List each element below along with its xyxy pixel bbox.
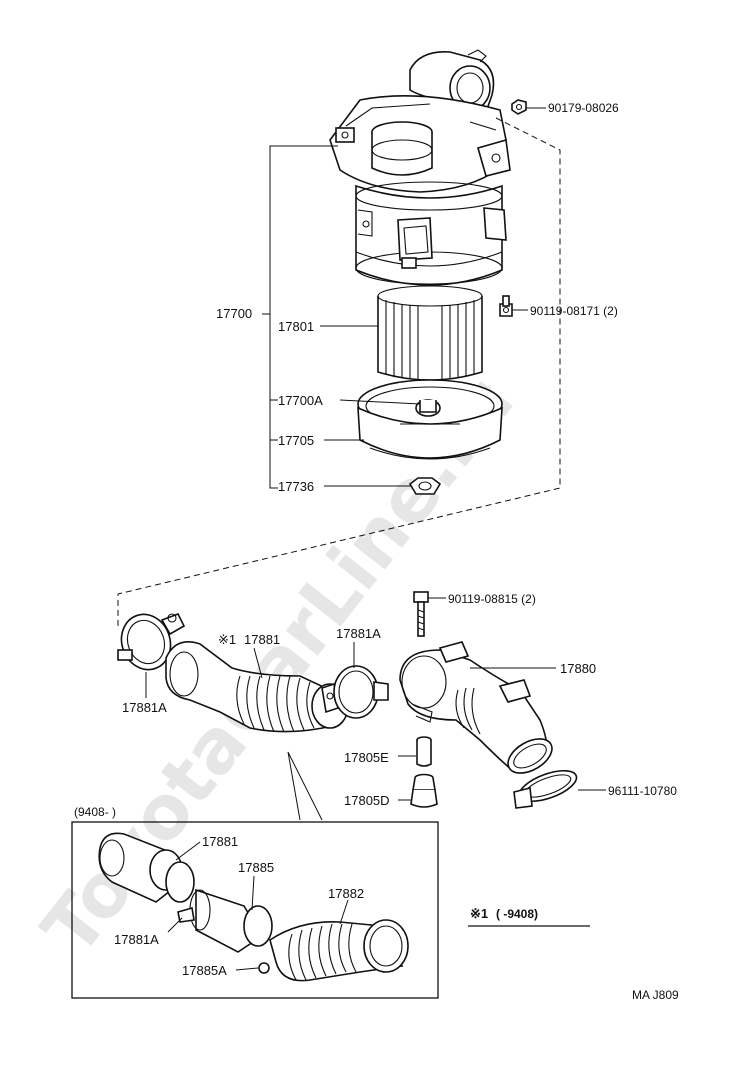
label-17805D: 17805D bbox=[344, 793, 390, 808]
inset-hose-17881 bbox=[98, 832, 195, 903]
label-inset-17885A: 17885A bbox=[182, 963, 227, 978]
label-inset-17882: 17882 bbox=[328, 886, 364, 901]
label-inset-17881A: 17881A bbox=[114, 932, 159, 947]
leader-17881 bbox=[253, 647, 263, 679]
bolt-90119-08171 bbox=[499, 295, 513, 317]
label-17700A: 17700A bbox=[278, 393, 323, 408]
vacuum-valve-part bbox=[408, 477, 442, 495]
label-inset-17881: 17881 bbox=[202, 834, 238, 849]
nut-90179 bbox=[511, 99, 527, 115]
label-17801: 17801 bbox=[278, 319, 314, 334]
air-cleaner-body bbox=[355, 181, 507, 286]
inset-clamp-17885A bbox=[258, 962, 270, 974]
legend-range: ( -9408) bbox=[496, 907, 538, 921]
bolt-90119-08815 bbox=[413, 591, 429, 637]
inset-callout-lines bbox=[287, 751, 323, 821]
air-filter-element bbox=[377, 285, 483, 381]
star-marker-1: ※1 bbox=[218, 632, 236, 647]
label-17736: 17736 bbox=[278, 479, 314, 494]
leader-inset-17881 bbox=[175, 841, 201, 861]
inset-date-range: (9408- ) bbox=[74, 805, 116, 819]
leader-inset-17881A bbox=[167, 917, 183, 933]
hose-clamp-17881A bbox=[333, 665, 389, 719]
label-90119-08815: 90119-08815 (2) bbox=[448, 592, 536, 606]
hose-clamp-left bbox=[117, 612, 186, 671]
group-bracket-17700 bbox=[262, 145, 338, 489]
inset-frame bbox=[71, 821, 439, 999]
label-17881A-left: 17881A bbox=[122, 700, 167, 715]
collar-17805E bbox=[416, 736, 432, 767]
label-90179-08026: 90179-08026 bbox=[548, 101, 619, 115]
label-90119-08171: 90119-08171 (2) bbox=[530, 304, 618, 318]
label-17880: 17880 bbox=[560, 661, 596, 676]
label-17881A-top: 17881A bbox=[336, 626, 381, 641]
leader-inset-17882 bbox=[339, 899, 349, 925]
air-cleaner-case-bottom bbox=[357, 379, 503, 460]
legend-marker: ※1 bbox=[470, 906, 488, 921]
label-17700: 17700 bbox=[216, 306, 252, 321]
label-17881: 17881 bbox=[244, 632, 280, 647]
label-96111-10780: 96111-10780 bbox=[608, 784, 677, 798]
leader-17700A bbox=[339, 399, 421, 405]
leader-inset-17885A bbox=[235, 967, 259, 971]
label-17705: 17705 bbox=[278, 433, 314, 448]
air-hose-17880 bbox=[399, 641, 553, 774]
inset-hose-17882 bbox=[269, 919, 409, 982]
air-cleaner-cap bbox=[329, 49, 511, 193]
leader-inset-17885 bbox=[251, 875, 255, 911]
footer-code: MA J809 bbox=[632, 988, 679, 1002]
label-17805E: 17805E bbox=[344, 750, 389, 765]
inset-hose-17885 bbox=[189, 888, 273, 953]
label-inset-17885: 17885 bbox=[238, 860, 274, 875]
grommet-17805D bbox=[410, 773, 438, 808]
hose-clamp-96111 bbox=[513, 769, 578, 809]
